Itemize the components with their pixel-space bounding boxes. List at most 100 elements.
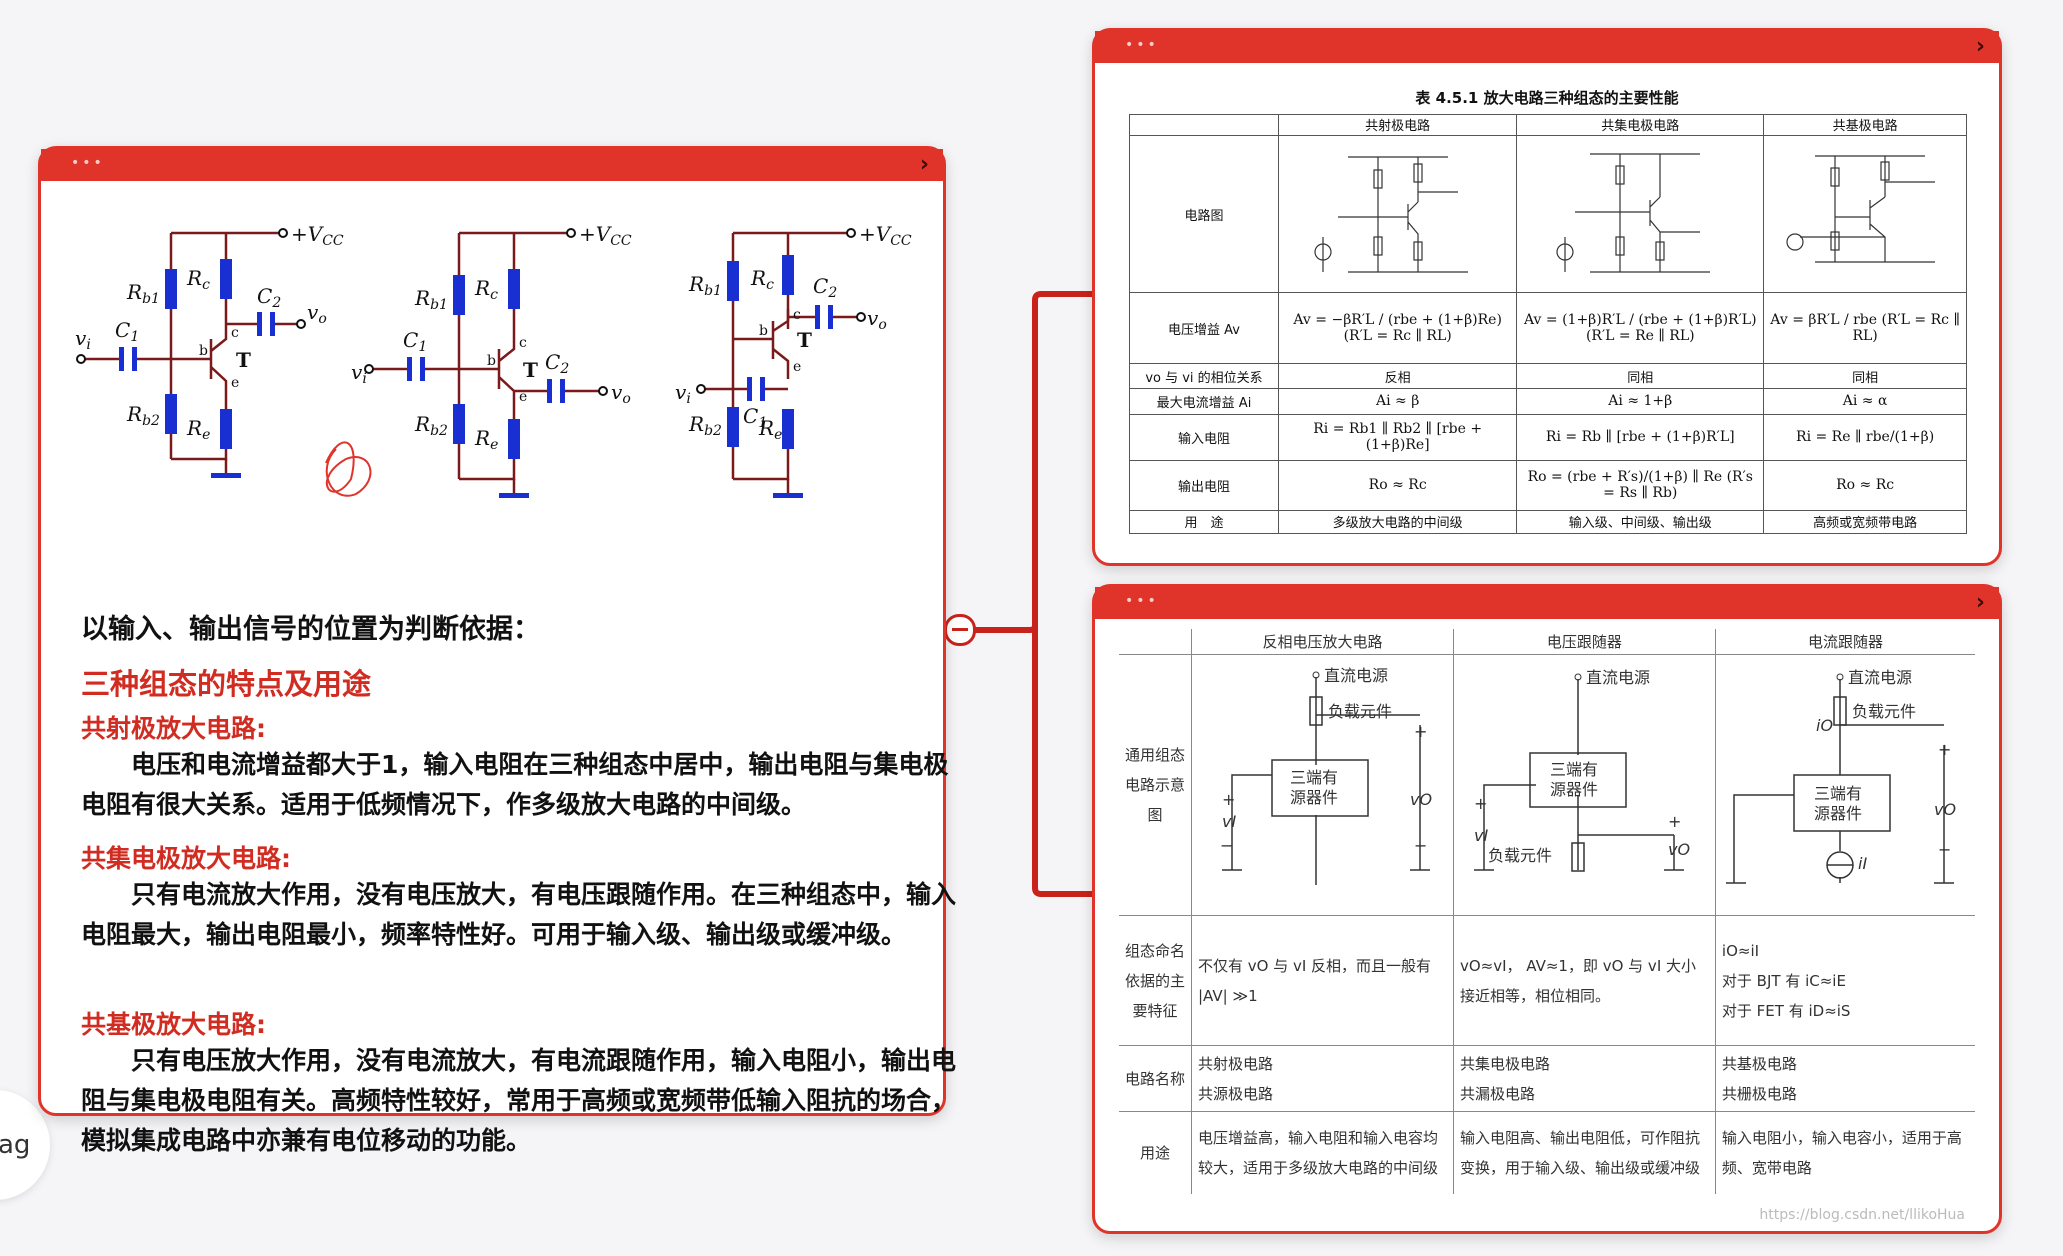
table-cell: Ai ≈ 1+β (1516, 388, 1765, 415)
svg-text:c: c (519, 335, 527, 351)
card-header[interactable]: ••• › (1095, 31, 1999, 63)
card-header[interactable]: ••• › (1095, 587, 1999, 619)
svg-text:−: − (1414, 836, 1427, 855)
table-cell: 共集电极电路 共漏极电路 (1452, 1045, 1716, 1112)
svg-text:负载元件: 负载元件 (1852, 702, 1916, 721)
svg-text:vo: vo (867, 306, 887, 333)
svg-text:vi: vi (75, 326, 91, 353)
table-header: 电压跟随器 (1452, 629, 1716, 655)
svg-text:直流电源: 直流电源 (1848, 668, 1912, 687)
row-label: 通用组态电路示意图 (1119, 654, 1192, 916)
chevron-right-icon[interactable]: › (1975, 34, 1985, 59)
minus-icon (952, 628, 968, 631)
svg-text:+: + (1938, 740, 1951, 759)
generic-configuration-table: 反相电压放大电路 电压跟随器 电流跟随器 通用组态电路示意图 直流电源 负载元件 (1119, 629, 1975, 1194)
svg-text:c: c (793, 307, 801, 323)
svg-text:直流电源: 直流电源 (1324, 666, 1388, 685)
ce-title: 共射极放大电路: (81, 714, 266, 743)
svg-text:vI: vI (1222, 812, 1236, 831)
svg-text:T: T (523, 358, 538, 382)
svg-text:−: − (1220, 836, 1233, 855)
svg-text:Rb1: Rb1 (126, 280, 160, 307)
row-label: 输入电阻 (1129, 413, 1279, 461)
svg-text:e: e (231, 375, 239, 391)
row-label: 输出电阻 (1129, 459, 1279, 511)
ce-text: 电压和电流增益都大于1，输入电阻在三种组态中居中，输出电阻与集电极电阻有很大关系… (81, 750, 949, 819)
drag-label: ag (0, 1130, 31, 1160)
row-label: 用 途 (1129, 509, 1279, 535)
table-cell: Ro = (rbe + R′s)/(1+β) ∥ Re (R′s = Rs ∥ … (1516, 459, 1765, 511)
svg-text:C1: C1 (115, 318, 139, 345)
svg-text:c: c (231, 325, 239, 341)
chevron-right-icon[interactable]: › (919, 152, 929, 177)
diagram-voltage-follower: 直流电源 三端有 源器件 负载元件 + vI + vO (1452, 654, 1716, 916)
row-label: 组态命名依据的主要特征 (1119, 915, 1192, 1046)
svg-text:+: + (1668, 812, 1681, 831)
card-header[interactable]: ••• › (41, 149, 943, 181)
svg-text:vo: vo (611, 380, 631, 407)
svg-text:源器件: 源器件 (1290, 788, 1338, 807)
svg-text:vO: vO (1668, 840, 1690, 859)
row-label: 最大电流增益 Ai (1129, 388, 1279, 415)
row-label: 电路名称 (1119, 1045, 1192, 1112)
table2-card[interactable]: ••• › 反相电压放大电路 电压跟随器 电流跟随器 通用组态电路示意图 (1092, 584, 2002, 1234)
table-cell: iO≈iI 对于 BJT 有 iC≈iE 对于 FET 有 iD≈iS (1714, 915, 1975, 1046)
circuit-thumbnail (1516, 134, 1765, 294)
svg-text:Re: Re (186, 416, 210, 443)
svg-text:源器件: 源器件 (1550, 780, 1598, 799)
svg-text:e: e (519, 389, 527, 405)
table-cell: 输入电阻小，输入电容小，适用于高频、宽带电路 (1714, 1111, 1975, 1194)
svg-text:负载元件: 负载元件 (1488, 846, 1552, 865)
diagram-current-follower: 直流电源 负载元件 三端有 源器件 iO iI + vO − (1714, 654, 1975, 916)
circuit-diagrams: +VCC Rb1 Rb2 Rc Re C1 C2 vi vo T b c e (75, 222, 912, 498)
svg-text:三端有: 三端有 (1550, 760, 1598, 779)
svg-text:vO: vO (1934, 800, 1956, 819)
cc-title: 共集电极放大电路: (81, 844, 291, 873)
row-label: vo 与 vi 的相位关系 (1129, 363, 1279, 390)
svg-text:C1: C1 (403, 328, 427, 355)
circuit-thumbnail (1277, 134, 1518, 294)
svg-text:负载元件: 负载元件 (1328, 702, 1392, 721)
dots-icon: ••• (1125, 593, 1159, 609)
row-label: 电压增益 Av (1129, 292, 1279, 365)
dots-icon: ••• (1125, 37, 1159, 53)
watermark: https://blog.csdn.net/llikoHua (1759, 1207, 1965, 1223)
table-header (1129, 114, 1279, 136)
svg-text:vI: vI (1474, 826, 1488, 845)
left-card[interactable]: ••• › (38, 146, 956, 1155)
cb-title: 共基极放大电路: (81, 1010, 266, 1039)
svg-text:T: T (797, 328, 812, 352)
table1-card[interactable]: ••• › 表 4.5.1 放大电路三种组态的主要性能 共射极电路 共集电极电路… (1092, 28, 2002, 566)
circuit-thumbnail (1763, 134, 1967, 294)
svg-text:Rb2: Rb2 (688, 412, 722, 439)
table-cell: 电压增益高，输入电阻和输入电容均较大，适用于多级放大电路的中间级 (1191, 1111, 1454, 1194)
svg-text:三端有: 三端有 (1814, 784, 1862, 803)
table-cell: Ro ≈ Rc (1277, 459, 1518, 511)
svg-text:Rb1: Rb1 (688, 272, 722, 299)
chevron-right-icon[interactable]: › (1975, 590, 1985, 615)
svg-text:Re: Re (474, 426, 498, 453)
table-cell: 同相 (1763, 363, 1967, 390)
svg-text:e: e (793, 359, 801, 375)
table-cell: Av = −βR′L / (rbe + (1+β)Re) (R′L = Rc ∥… (1277, 292, 1518, 365)
svg-text:Rc: Rc (474, 276, 498, 303)
svg-text:Rb1: Rb1 (414, 286, 448, 313)
ce-circuit-thumbnail (1314, 156, 1468, 273)
svg-text:+: + (1222, 790, 1235, 809)
svg-text:+: + (1474, 794, 1487, 813)
section-title: 三种组态的特点及用途 (81, 667, 372, 701)
svg-text:b: b (487, 353, 496, 369)
svg-text:vO: vO (1410, 790, 1432, 809)
svg-text:Rb2: Rb2 (126, 402, 160, 429)
table-header: 共基极电路 (1763, 114, 1967, 136)
svg-text:vo: vo (307, 300, 327, 327)
svg-text:Re: Re (758, 416, 782, 443)
table-cell: 共射极电路 共源极电路 (1191, 1045, 1454, 1112)
configuration-performance-table: 共射极电路 共集电极电路 共基极电路 电路图 (1129, 114, 1967, 535)
table-header: 共射极电路 (1277, 114, 1518, 136)
svg-text:+: + (1414, 722, 1427, 741)
mindmap-connector (958, 291, 1095, 897)
cc-circuit-thumbnail (1556, 153, 1711, 273)
row-label: 用途 (1119, 1111, 1192, 1194)
table-header (1119, 629, 1192, 655)
